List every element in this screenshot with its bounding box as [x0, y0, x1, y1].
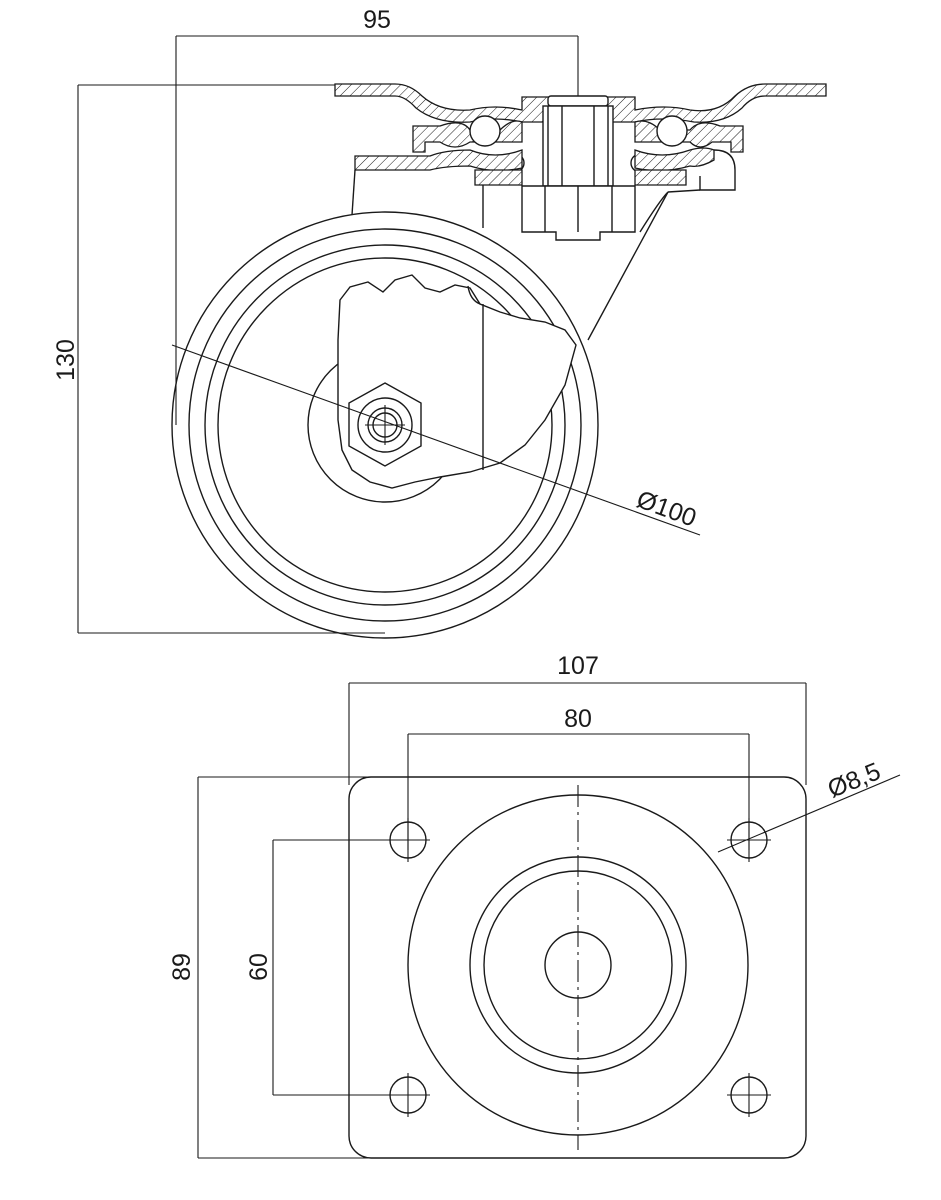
dimension-60: 60	[245, 839, 392, 1096]
mounting-hole-top-left	[386, 818, 430, 862]
dimension-130: 130	[52, 84, 385, 634]
fork	[351, 169, 701, 341]
mounting-hole-bottom-right	[727, 1073, 771, 1117]
ball-bearing-left	[469, 115, 501, 147]
plate-view: 107 80 89 60	[168, 652, 901, 1159]
dimension-95-label: 95	[363, 6, 391, 34]
dimension-hole-diameter: Ø8,5	[717, 757, 901, 853]
ball-bearing-right	[656, 115, 688, 147]
dimension-107-label: 107	[557, 652, 599, 680]
dimension-60-label: 60	[245, 953, 273, 981]
dimension-95: 95	[175, 6, 579, 425]
dimension-80-label: 80	[564, 705, 592, 733]
dimension-hole-diameter-label: Ø8,5	[824, 757, 885, 803]
dimension-wheel-diameter-label: Ø100	[633, 485, 700, 532]
dimension-89: 89	[168, 776, 380, 1159]
mounting-plate	[348, 776, 807, 1159]
wheel-tread-circle	[188, 228, 582, 622]
wheel-rim-circle	[204, 244, 566, 606]
bearing-assembly	[354, 115, 744, 191]
dimension-130-label: 130	[52, 339, 80, 381]
mounting-holes	[386, 818, 771, 1117]
side-view: 95 130	[52, 6, 827, 639]
mounting-hole-top-right	[727, 818, 771, 862]
mounting-hole-bottom-left	[386, 1073, 430, 1117]
dimension-89-label: 89	[168, 953, 196, 981]
wheel	[171, 211, 599, 639]
kingpin-bolt	[521, 95, 636, 241]
dimension-107: 107	[348, 652, 807, 785]
wheel-inner-rim-circle	[217, 257, 553, 593]
wheel-outer-circle	[171, 211, 599, 639]
axle-nut	[348, 382, 422, 467]
